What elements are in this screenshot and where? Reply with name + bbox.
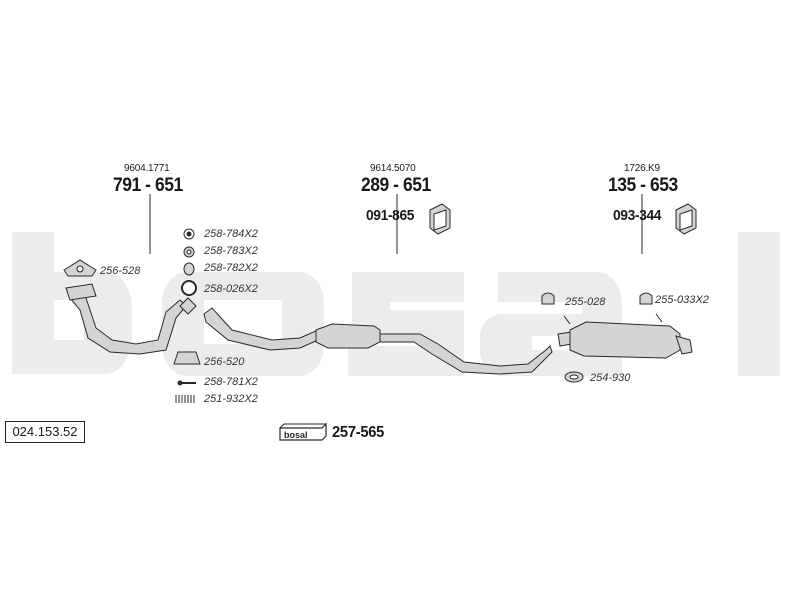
watermark-letter-l: [738, 232, 780, 376]
watermark-letter-o: [162, 272, 324, 376]
part-label-258-782: 258-782X2: [204, 262, 258, 274]
rear-mount-part-no: 093-344: [613, 207, 662, 224]
clamp-258-026-joint-icon: [179, 297, 197, 315]
part-label-258-784: 258-784X2: [204, 228, 258, 240]
front-pipe-flange: [65, 283, 97, 301]
middle-mount-part-no: 091-865: [366, 207, 415, 224]
part-label-256-528: 256-528: [100, 265, 141, 277]
part-label-255-028: 255-028: [565, 296, 606, 308]
kit-box-icon: [279, 422, 327, 441]
rear-silencer-part-no: 135 - 653: [608, 175, 678, 196]
part-label-258-026: 258-026X2: [204, 283, 258, 295]
part-label-258-783: 258-783X2: [204, 245, 258, 257]
rear-silencer-ref: 1726.K9: [624, 163, 660, 174]
mount-093-344-icon: [675, 203, 697, 235]
front-pipe-ref: 9604.1771: [124, 163, 170, 174]
part-label-255-033: 255-033X2: [655, 294, 709, 306]
document-code: 024.153.52: [5, 421, 85, 443]
spring-251-932-icon: [175, 395, 195, 403]
rear-silencer-body: [569, 321, 681, 359]
part-label-258-781: 258-781X2: [204, 376, 258, 388]
middle-silencer-ref: 9614.5070: [370, 163, 416, 174]
middle-pipe-outlet: [379, 333, 553, 375]
rear-tailpipe: [675, 335, 693, 355]
part-label-251-932: 251-932X2: [204, 393, 258, 405]
gasket-256-520-icon: [173, 351, 201, 365]
mount-255-028-icon: [541, 292, 555, 305]
mount-255-033-icon: [639, 292, 653, 305]
mount-091-865-icon: [429, 203, 451, 235]
kit-part-no: 257-565: [332, 424, 385, 441]
ring-258-026-icon: [181, 280, 197, 296]
kit-box-brand: bosal: [284, 430, 308, 440]
middle-silencer-part-no: 289 - 651: [361, 175, 431, 196]
rear-hanger-right: [655, 313, 663, 323]
rear-hanger-left: [563, 315, 571, 325]
part-label-254-930: 254-930: [590, 372, 631, 384]
part-label-256-520: 256-520: [204, 356, 245, 368]
ring-258-782-icon: [183, 262, 195, 276]
middle-silencer-body: [315, 323, 381, 349]
front-pipe-part-no: 791 - 651: [113, 175, 183, 196]
